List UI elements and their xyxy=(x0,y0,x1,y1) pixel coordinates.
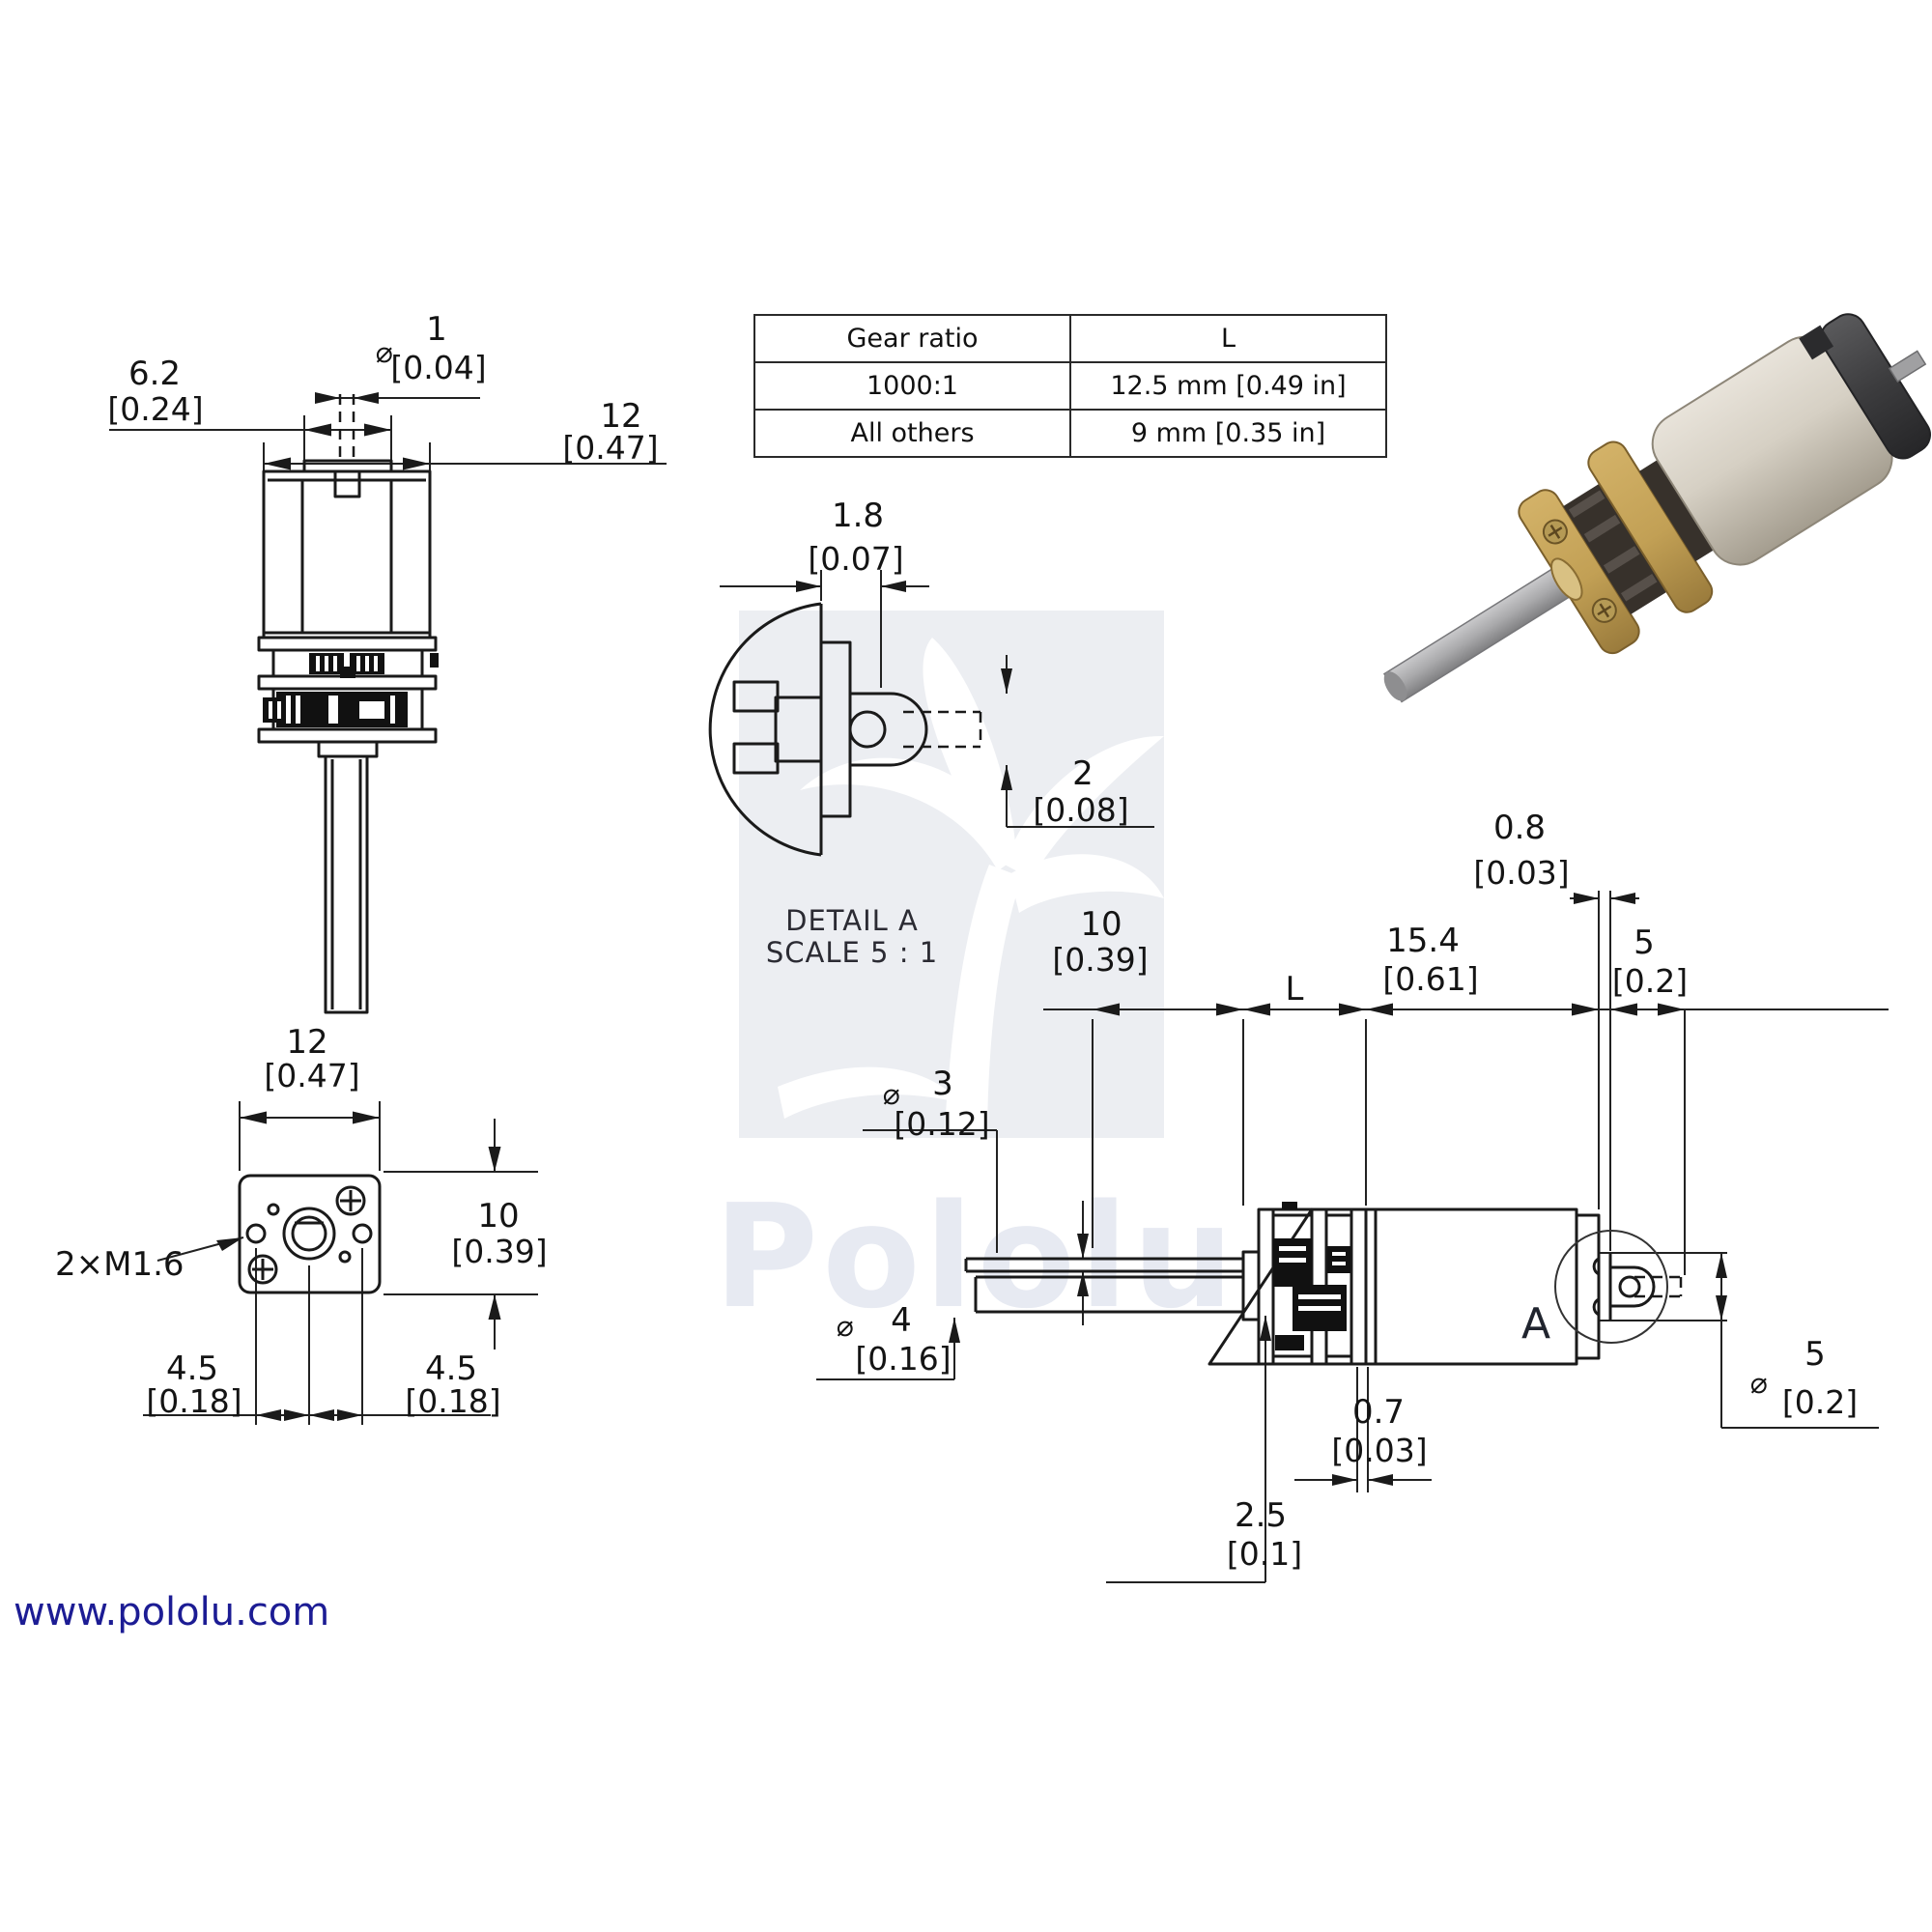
mount-screw-icon xyxy=(335,1185,366,1216)
dim-45-left-in: [0.18] xyxy=(146,1382,242,1420)
diameter-symbol: ⌀ xyxy=(882,1078,899,1112)
dim-f12-mm: 12 xyxy=(286,1023,327,1062)
table-cell-length: 12.5 mm [0.49 in] xyxy=(1069,361,1387,411)
dim-12-in: [0.47] xyxy=(562,429,658,467)
dim-6-2-mm: 6.2 xyxy=(128,355,181,393)
detail-a-scale: SCALE 5 : 1 xyxy=(766,936,938,969)
dim-dia5-mm: 5 xyxy=(1804,1335,1826,1374)
table-cell-ratio: All others xyxy=(753,409,1071,458)
dim-1-in: [0.04] xyxy=(390,349,486,386)
dim-25-mm: 2.5 xyxy=(1235,1496,1287,1535)
dim-dia4-mm: 4 xyxy=(891,1301,912,1340)
table-header-row: Gear ratio L xyxy=(753,314,1387,363)
gear-ratio-table: Gear ratio L 1000:1 12.5 mm [0.49 in] Al… xyxy=(753,314,1387,458)
dim-L: L xyxy=(1286,970,1304,1009)
front-view-gearbox-face xyxy=(238,1174,382,1294)
dim-f10-in: [0.39] xyxy=(451,1233,547,1270)
dim-18-mm: 1.8 xyxy=(832,497,884,535)
dimension-labels: 6.2 [0.24] ⌀ 1 [0.04] 12 [0.47] 12 [0.47… xyxy=(55,310,1858,1573)
dim-18-in: [0.07] xyxy=(808,540,903,578)
dim-s5-mm: 5 xyxy=(1634,923,1655,962)
table-row: 1000:1 12.5 mm [0.49 in] xyxy=(753,361,1387,411)
dim-45-right-mm: 4.5 xyxy=(425,1350,477,1388)
dim-07-in: [0.03] xyxy=(1331,1432,1427,1469)
dim-f12-in: [0.47] xyxy=(264,1057,359,1094)
photo-back-plate xyxy=(1587,440,1714,613)
dim-dia4-in: [0.16] xyxy=(855,1340,951,1378)
top-view-motor-outline xyxy=(257,459,438,1014)
mounting-hole-note: 2×M1.6 xyxy=(55,1245,185,1284)
side-view-motor-outline xyxy=(964,1208,1656,1366)
dim-12-mm: 12 xyxy=(600,397,641,436)
dim-08-mm: 0.8 xyxy=(1493,809,1546,847)
detail-a-callout-circle xyxy=(1554,1230,1668,1344)
dim-45-left-mm: 4.5 xyxy=(166,1350,218,1388)
detail-a-view xyxy=(708,602,928,857)
diameter-symbol: ⌀ xyxy=(1749,1367,1767,1401)
photo-output-shaft xyxy=(1382,561,1581,703)
dimension-arrowheads xyxy=(216,392,1727,1486)
dim-dia5-in: [0.2] xyxy=(1782,1383,1858,1421)
table-header-gear-ratio: Gear ratio xyxy=(753,314,1071,363)
gearmotor-photo xyxy=(1382,313,1931,703)
dim-25-in: [0.1] xyxy=(1227,1535,1302,1573)
pololu-watermark: Pololu xyxy=(714,611,1238,1340)
dim-dia3-in: [0.12] xyxy=(894,1105,989,1143)
table-cell-ratio: 1000:1 xyxy=(753,361,1071,411)
website-link[interactable]: www.pololu.com xyxy=(14,1590,330,1634)
dim-dia3-mm: 3 xyxy=(932,1065,953,1103)
dim-1-mm: 1 xyxy=(426,310,447,349)
table-cell-length: 9 mm [0.35 in] xyxy=(1069,409,1387,458)
watermark-logo-text: Pololu xyxy=(714,1174,1238,1340)
dim-45-right-in: [0.18] xyxy=(405,1382,500,1420)
palm-tree-icon xyxy=(778,638,1164,1128)
dim-2-in: [0.08] xyxy=(1033,791,1128,829)
dim-154-in: [0.61] xyxy=(1382,960,1478,998)
dim-07-mm: 0.7 xyxy=(1352,1393,1405,1432)
dim-f10-mm: 10 xyxy=(477,1197,519,1236)
dim-s10-in: [0.39] xyxy=(1052,941,1148,979)
detail-a-callout-label: A xyxy=(1521,1299,1550,1349)
dim-154-mm: 15.4 xyxy=(1386,922,1460,960)
top-view-gears xyxy=(263,653,439,727)
diameter-symbol: ⌀ xyxy=(375,336,392,370)
side-view-gears xyxy=(1273,1202,1350,1350)
dim-6-2-in: [0.24] xyxy=(107,390,203,428)
table-row: All others 9 mm [0.35 in] xyxy=(753,409,1387,458)
dim-s5-in: [0.2] xyxy=(1612,962,1688,1000)
diameter-symbol: ⌀ xyxy=(836,1310,853,1344)
hidden-lines xyxy=(338,394,1683,1298)
detail-a-title: DETAIL A xyxy=(785,904,919,937)
dim-08-in: [0.03] xyxy=(1473,854,1569,892)
dim-s10-mm: 10 xyxy=(1080,905,1122,944)
dim-2-mm: 2 xyxy=(1072,754,1094,793)
photo-rear-shaft-stub xyxy=(1888,350,1927,384)
table-header-l: L xyxy=(1069,314,1387,363)
mount-screw-icon xyxy=(247,1254,278,1285)
